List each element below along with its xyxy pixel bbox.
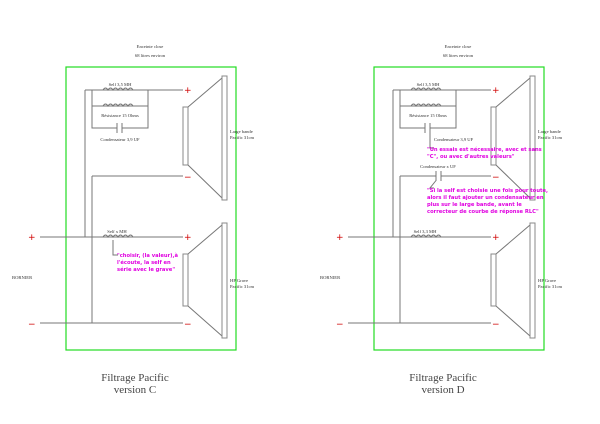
input-plus: + bbox=[28, 233, 36, 243]
woofer-plus: + bbox=[184, 233, 192, 243]
capacitor-label: Condensateur 3,9 UF bbox=[434, 137, 474, 143]
woofer-label: HP Grave bbox=[538, 278, 556, 283]
note2-line: "Si la self est choisie une fois pour to… bbox=[427, 188, 548, 194]
terminal-label: BORNIER bbox=[320, 275, 341, 280]
diagram-subtitle: version C bbox=[114, 384, 156, 396]
tweeter-model: Pacific 31cm bbox=[538, 135, 563, 140]
diagram-version-c: Enceinte close 68 litres environ Self 3,… bbox=[12, 44, 255, 396]
capacitor-x-label: Condensateur x UF bbox=[420, 164, 456, 169]
tweeter-plus: + bbox=[492, 86, 500, 96]
diagram-version-d: Enceinte close 68 litres environ Self 3,… bbox=[320, 44, 563, 396]
note1-line: "Un essais est nécessaire, avec et sans bbox=[427, 146, 542, 153]
resistance-label: Résistance 15 Ohms bbox=[409, 113, 447, 118]
enclosure-label: Enceinte close bbox=[445, 44, 472, 49]
input-minus: − bbox=[336, 320, 344, 330]
resistor-icon bbox=[102, 103, 134, 107]
diagram-title: Filtrage Pacific bbox=[101, 372, 169, 384]
self-top-label: Self 3,5 MH bbox=[417, 82, 441, 88]
enclosure-label: Enceinte close bbox=[137, 44, 164, 49]
self-bottom-label: Self x MH bbox=[107, 229, 127, 234]
inductor-icon bbox=[102, 87, 134, 91]
woofer-plus: + bbox=[492, 233, 500, 243]
enclosure-volume: 68 litres environ bbox=[443, 53, 474, 58]
tweeter-minus: − bbox=[492, 173, 500, 183]
woofer-label: HP Grave bbox=[230, 278, 248, 283]
capacitor-icon bbox=[424, 123, 431, 133]
note-line: "choisir, (la valeur),à bbox=[117, 252, 178, 259]
terminal-label: BORNIER bbox=[12, 275, 33, 280]
note2-line: plus sur le large bande, avant le bbox=[427, 202, 522, 208]
note2-line: alors il faut ajouter un condensateur en bbox=[427, 195, 544, 201]
input-plus: + bbox=[336, 233, 344, 243]
woofer-speaker-icon bbox=[182, 222, 228, 339]
tweeter-model: Pacific 31cm bbox=[230, 135, 255, 140]
woofer-speaker-icon bbox=[490, 222, 536, 339]
note-line: série avec le grave" bbox=[117, 266, 175, 273]
tweeter-minus: − bbox=[184, 173, 192, 183]
resistor-icon bbox=[410, 103, 442, 107]
self-bottom-label: Self 3,3 MH bbox=[414, 229, 438, 235]
enclosure-volume: 68 litres environ bbox=[135, 53, 166, 58]
input-minus: − bbox=[28, 320, 36, 330]
capacitor-icon bbox=[116, 123, 123, 133]
woofer-model: Pacific 31cm bbox=[230, 284, 255, 289]
note2-line: correcteur de courbe de réponse RLC" bbox=[427, 208, 539, 215]
tweeter-label: Large bande bbox=[538, 129, 561, 134]
inductor-icon bbox=[410, 87, 442, 91]
woofer-model: Pacific 31cm bbox=[538, 284, 563, 289]
diagram-subtitle: version D bbox=[421, 384, 464, 396]
enclosure-box bbox=[65, 66, 237, 351]
inductor-bottom-icon bbox=[410, 234, 442, 238]
tweeter-label: Large bande bbox=[230, 129, 253, 134]
tweeter-speaker-icon bbox=[182, 75, 228, 201]
woofer-minus: − bbox=[184, 320, 192, 330]
tweeter-plus: + bbox=[184, 86, 192, 96]
wires bbox=[40, 89, 183, 324]
capacitor-label: Condensateur 3,9 UF bbox=[100, 137, 140, 143]
woofer-minus: − bbox=[492, 320, 500, 330]
note-line: l'écoute, la self en bbox=[117, 259, 171, 266]
enclosure-box bbox=[373, 66, 545, 351]
resistance-label: Résistance 15 Ohms bbox=[101, 113, 139, 118]
self-top-label: Self 3,5 MH bbox=[109, 82, 133, 88]
inductor-bottom-icon bbox=[102, 234, 134, 238]
tweeter-speaker-icon bbox=[490, 75, 536, 201]
note1-line: "C", ou avec d'autres valeurs" bbox=[427, 154, 515, 160]
wires bbox=[348, 89, 491, 324]
capacitor-x-icon bbox=[435, 171, 442, 181]
diagram-title: Filtrage Pacific bbox=[409, 372, 477, 384]
